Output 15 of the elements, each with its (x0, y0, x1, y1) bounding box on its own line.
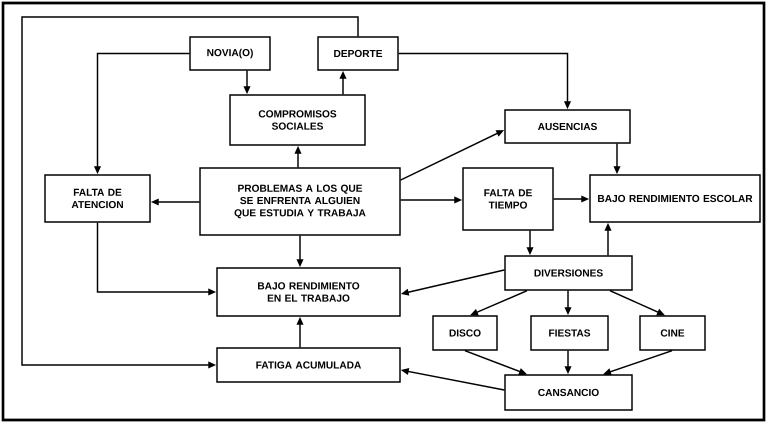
process-box: BAJO RENDIMIENTO EN EL TRABAJO (216, 267, 401, 317)
process-box: PROBLEMAS A LOS QUE SE ENFRENTA ALGUIEN QUE ESTUDIA Y TRABAJA (199, 167, 401, 236)
process-box: DIVERSIONES (504, 255, 633, 291)
process-box: AUSENCIAS (504, 109, 631, 144)
process-box: FALTA DE ATENCION (44, 174, 151, 223)
process-box: BAJO RENDIMIENTO ESCOLAR (589, 174, 761, 223)
process-box: DISCO (432, 315, 498, 351)
process-box: DEPORTE (317, 36, 399, 71)
process-box: COMPROMISOS SOCIALES (229, 94, 366, 146)
process-box: FATIGA ACUMULADA (216, 347, 401, 383)
process-box: NOVIA(O) (189, 36, 271, 71)
process-box: CINE (639, 315, 706, 351)
process-box: FIESTAS (530, 315, 609, 351)
process-box: FALTA DE TIEMPO (462, 167, 554, 231)
process-box: CANSANCIO (504, 374, 633, 411)
